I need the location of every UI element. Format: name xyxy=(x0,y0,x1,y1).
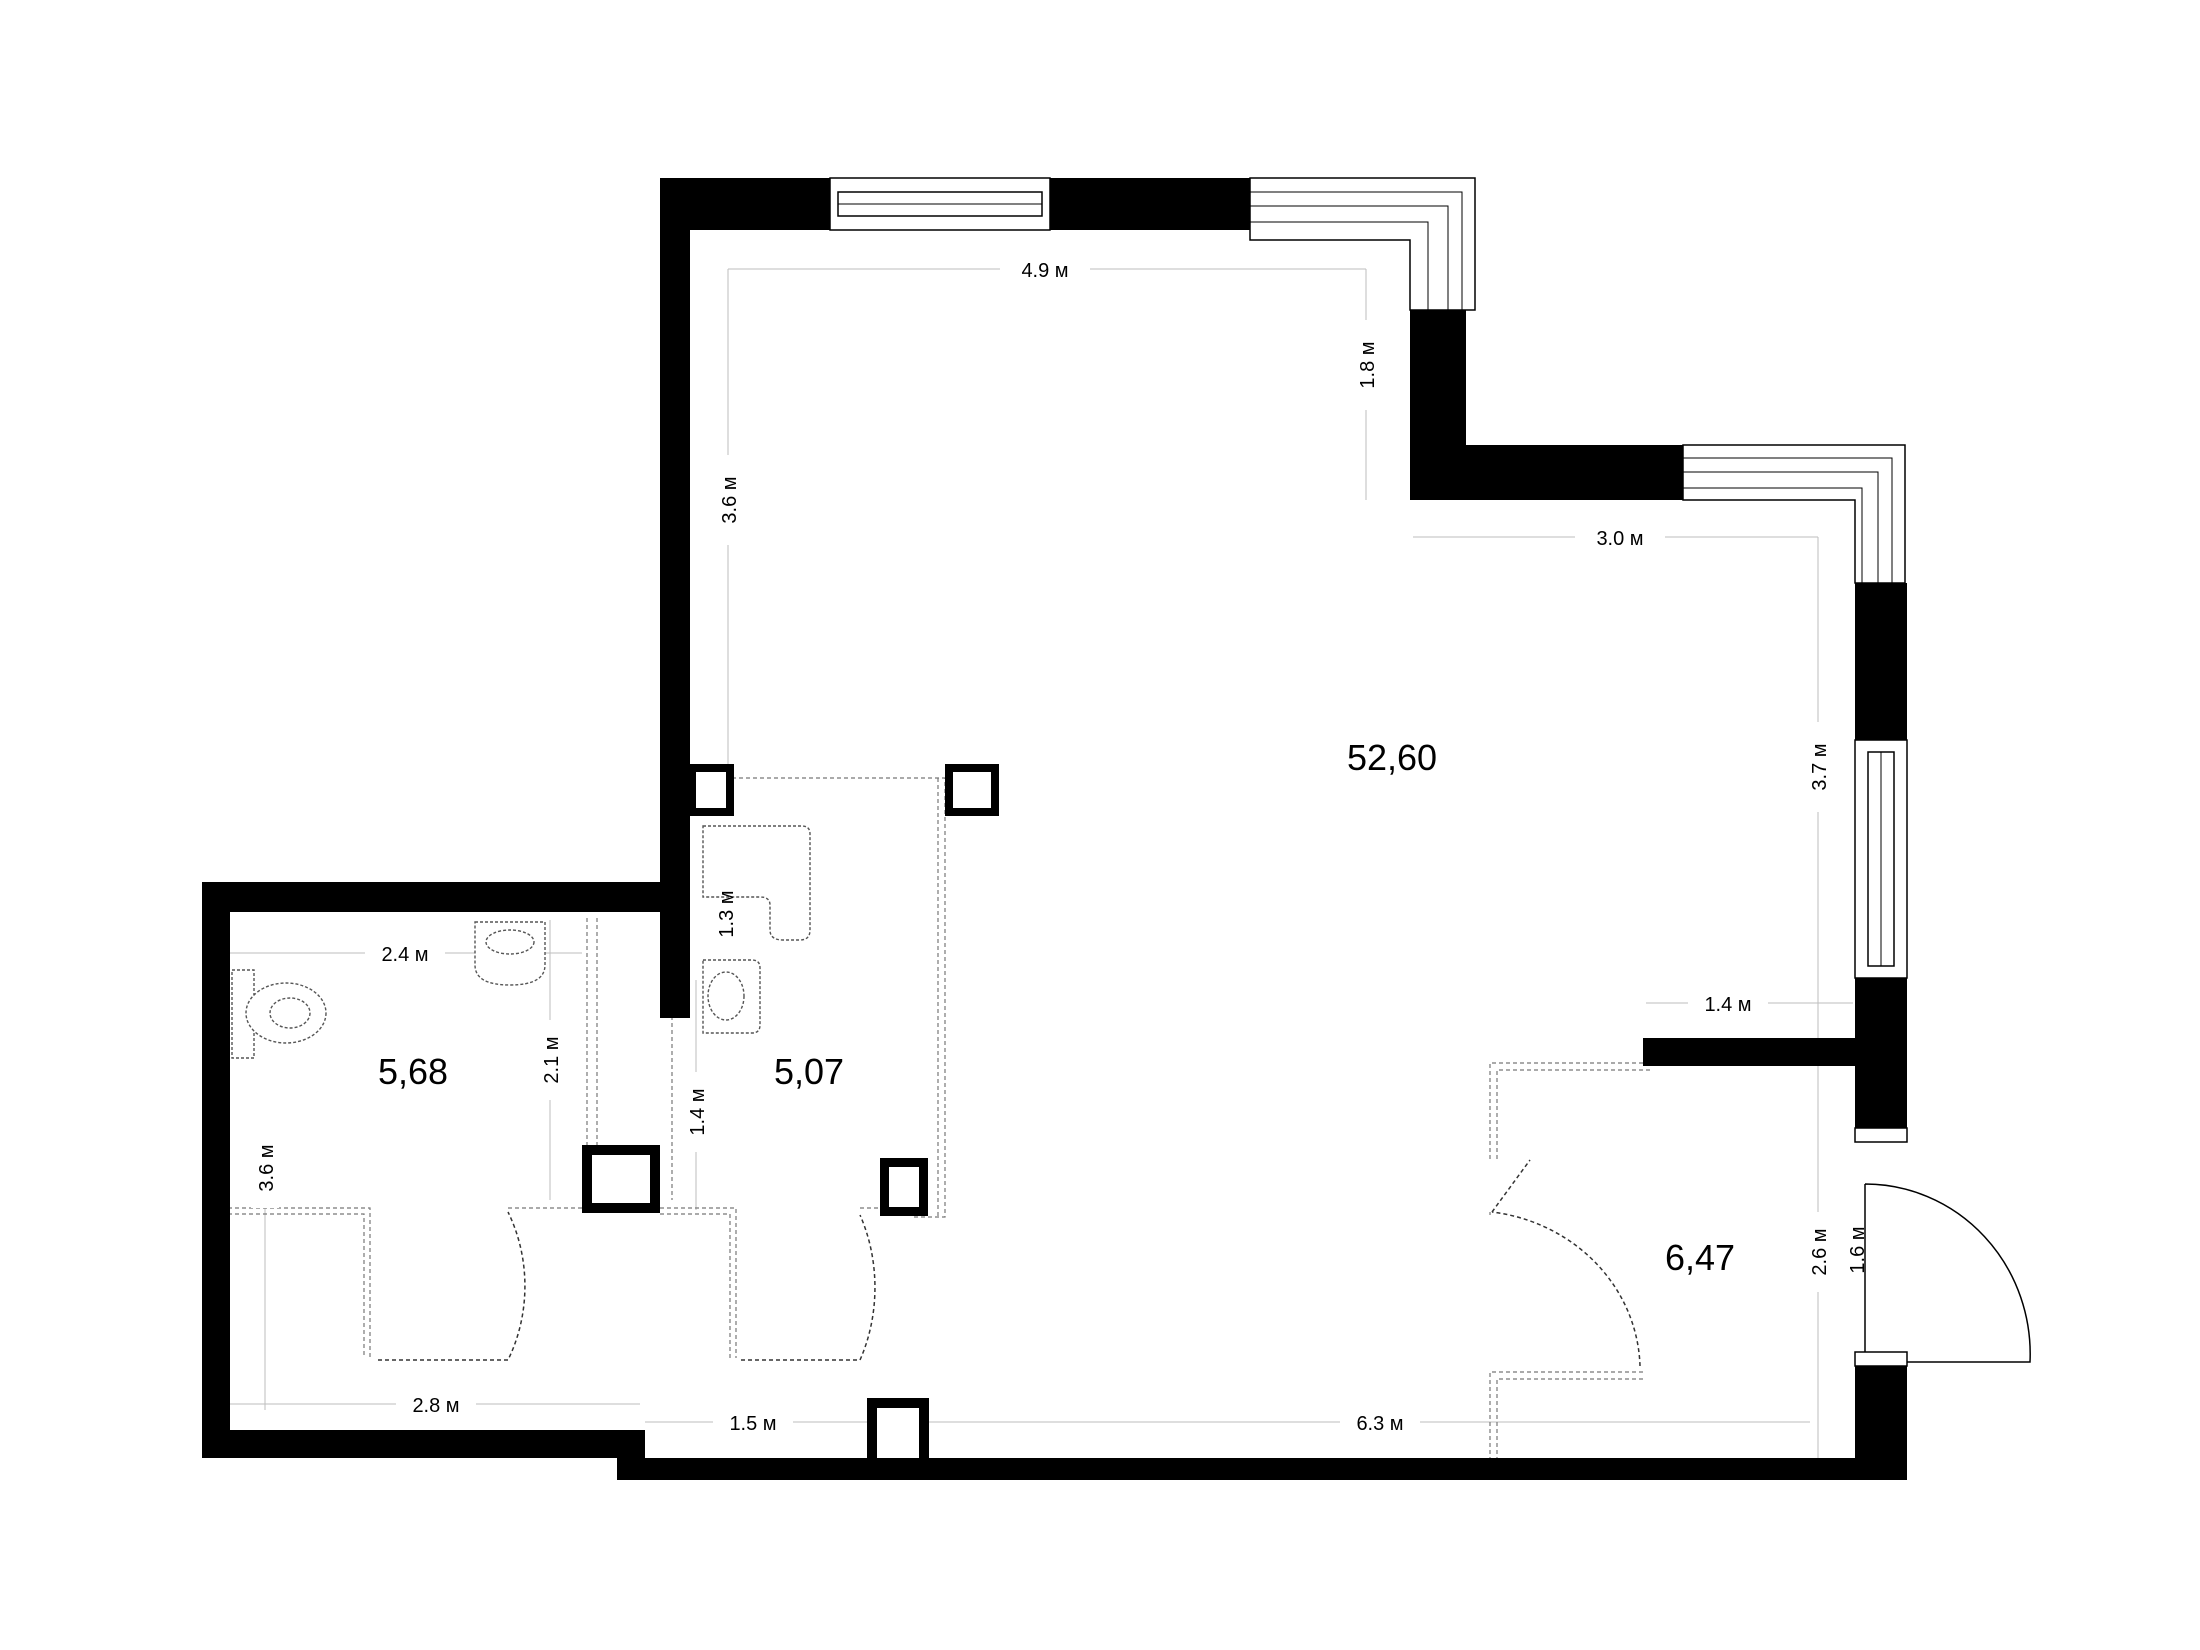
label-bg-bottom-right xyxy=(1340,1408,1420,1436)
dim-label-hall-height: 2.6 м xyxy=(1809,1228,1831,1275)
wall-bottom-left xyxy=(202,1430,642,1458)
room-area-main: 52,60 xyxy=(1347,737,1437,778)
label-bg-right-height xyxy=(1804,722,1832,812)
label-bg-bay-width xyxy=(1575,523,1665,551)
window-corner-top xyxy=(1249,177,1476,311)
label-bg-bath-right-height xyxy=(682,1072,710,1152)
column-e-inner xyxy=(877,1408,919,1458)
label-bg-bottom-mid xyxy=(713,1408,793,1436)
window-corner-right xyxy=(1682,444,1906,584)
fixtures xyxy=(231,825,811,1059)
label-bg-hall-height xyxy=(1804,1212,1832,1292)
window-corner-right-line-c xyxy=(1683,487,1863,583)
sink-left-basin xyxy=(485,929,535,955)
window-corner-top-line-c xyxy=(1250,221,1429,310)
label-bg-bath-left-side xyxy=(251,1128,279,1208)
wall-left-main xyxy=(660,178,690,908)
window-corner-top-line-b xyxy=(1250,205,1449,310)
entrance-door[interactable] xyxy=(1864,1183,2031,1363)
dim-label-door-width: 1.6 м xyxy=(1847,1226,1869,1273)
dim-label-top-width: 4.9 м xyxy=(1021,260,1068,282)
column-a-inner xyxy=(696,772,726,808)
column-c-inner xyxy=(592,1155,650,1203)
window-corner-right-line-b xyxy=(1683,471,1879,583)
window-corner-top-line-a xyxy=(1250,191,1463,310)
door-bath-left[interactable] xyxy=(378,1211,526,1361)
room-labels: 52,60 5,68 5,07 6,47 xyxy=(378,737,1735,1278)
label-bg-partition xyxy=(1688,989,1768,1017)
dim-label-bath-left-height: 2.1 м xyxy=(541,1036,563,1083)
wall-left-outer xyxy=(202,882,230,1430)
dim-label-bath-left-width: 2.4 м xyxy=(381,944,428,966)
label-bg-top-width xyxy=(1000,255,1090,283)
dim-label-left-height: 3.6 м xyxy=(719,476,741,523)
wall-bottom-step xyxy=(617,1430,645,1480)
room-area-bath-right: 5,07 xyxy=(774,1051,844,1092)
bath-right-bottom-wall xyxy=(660,1207,737,1358)
dim-label-partition: 1.4 м xyxy=(1704,994,1751,1016)
columns xyxy=(582,764,999,1458)
dimension-labels: 4.9 м 1.8 м 3.6 м 3.0 м 3.7 м 1.4 м 2.4 … xyxy=(251,255,1869,1436)
wall-bath-left-top xyxy=(202,882,690,912)
dim-label-bottom-right: 6.3 м xyxy=(1356,1413,1403,1435)
bath-left-bottom-wall-inner xyxy=(228,1213,365,1358)
doors xyxy=(378,1159,2031,1367)
dim-label-bottom-mid: 1.5 м xyxy=(729,1413,776,1435)
dim-label-bath-left-side: 3.6 м xyxy=(256,1144,278,1191)
door-hall[interactable] xyxy=(1491,1159,1641,1367)
column-d-inner xyxy=(889,1167,919,1207)
dashed-partitions xyxy=(228,777,1650,1468)
windows xyxy=(829,177,1908,1367)
dim-label-bath-right-small: 1.3 м xyxy=(716,890,738,937)
wall-bay-horizontal xyxy=(1410,445,1683,500)
dim-label-bottom-left: 2.8 м xyxy=(412,1395,459,1417)
wall-right-a xyxy=(1855,583,1907,740)
bath-left-bottom-wall xyxy=(228,1207,371,1358)
dim-label-bay-width: 3.0 м xyxy=(1596,528,1643,550)
room-area-bath-left: 5,68 xyxy=(378,1051,448,1092)
door-frame-top xyxy=(1854,1127,1908,1143)
window-corner-right-line-a xyxy=(1683,457,1893,583)
label-bg-left-height xyxy=(714,455,742,545)
hall-bottom-wall xyxy=(1489,1371,1643,1468)
column-b-inner xyxy=(953,772,991,808)
door-frame-bottom xyxy=(1854,1351,1908,1367)
toilet-seat xyxy=(269,997,311,1029)
dim-label-bay-depth: 1.8 м xyxy=(1357,341,1379,388)
dim-label-right-height: 3.7 м xyxy=(1809,743,1831,790)
wall-right-b xyxy=(1855,978,1907,1128)
door-bath-right[interactable] xyxy=(741,1214,876,1361)
sink-right-basin xyxy=(707,971,745,1021)
wall-bottom-main xyxy=(617,1458,1907,1480)
room-area-hall: 6,47 xyxy=(1665,1237,1735,1278)
label-bg-bath-left-width xyxy=(365,939,445,967)
bath-right-bottom-wall-inner xyxy=(660,1213,731,1358)
label-bg-bottom-left xyxy=(396,1390,476,1418)
dim-label-bath-right-height: 1.4 м xyxy=(687,1088,709,1135)
shower-tray xyxy=(702,825,811,941)
wall-bath-stub xyxy=(660,908,690,1018)
hall-bottom-wall-inner xyxy=(1496,1378,1643,1468)
walls xyxy=(202,178,1907,1480)
wall-top-b xyxy=(1050,178,1250,230)
wall-hall-partition xyxy=(1643,1038,1855,1066)
hall-top-wall-inner xyxy=(1496,1069,1650,1160)
bath-right-outline xyxy=(697,777,946,1218)
label-bg-bath-left-height xyxy=(536,1020,564,1100)
label-bg-bay-depth xyxy=(1352,320,1380,410)
hall-top-wall xyxy=(1489,1062,1650,1160)
